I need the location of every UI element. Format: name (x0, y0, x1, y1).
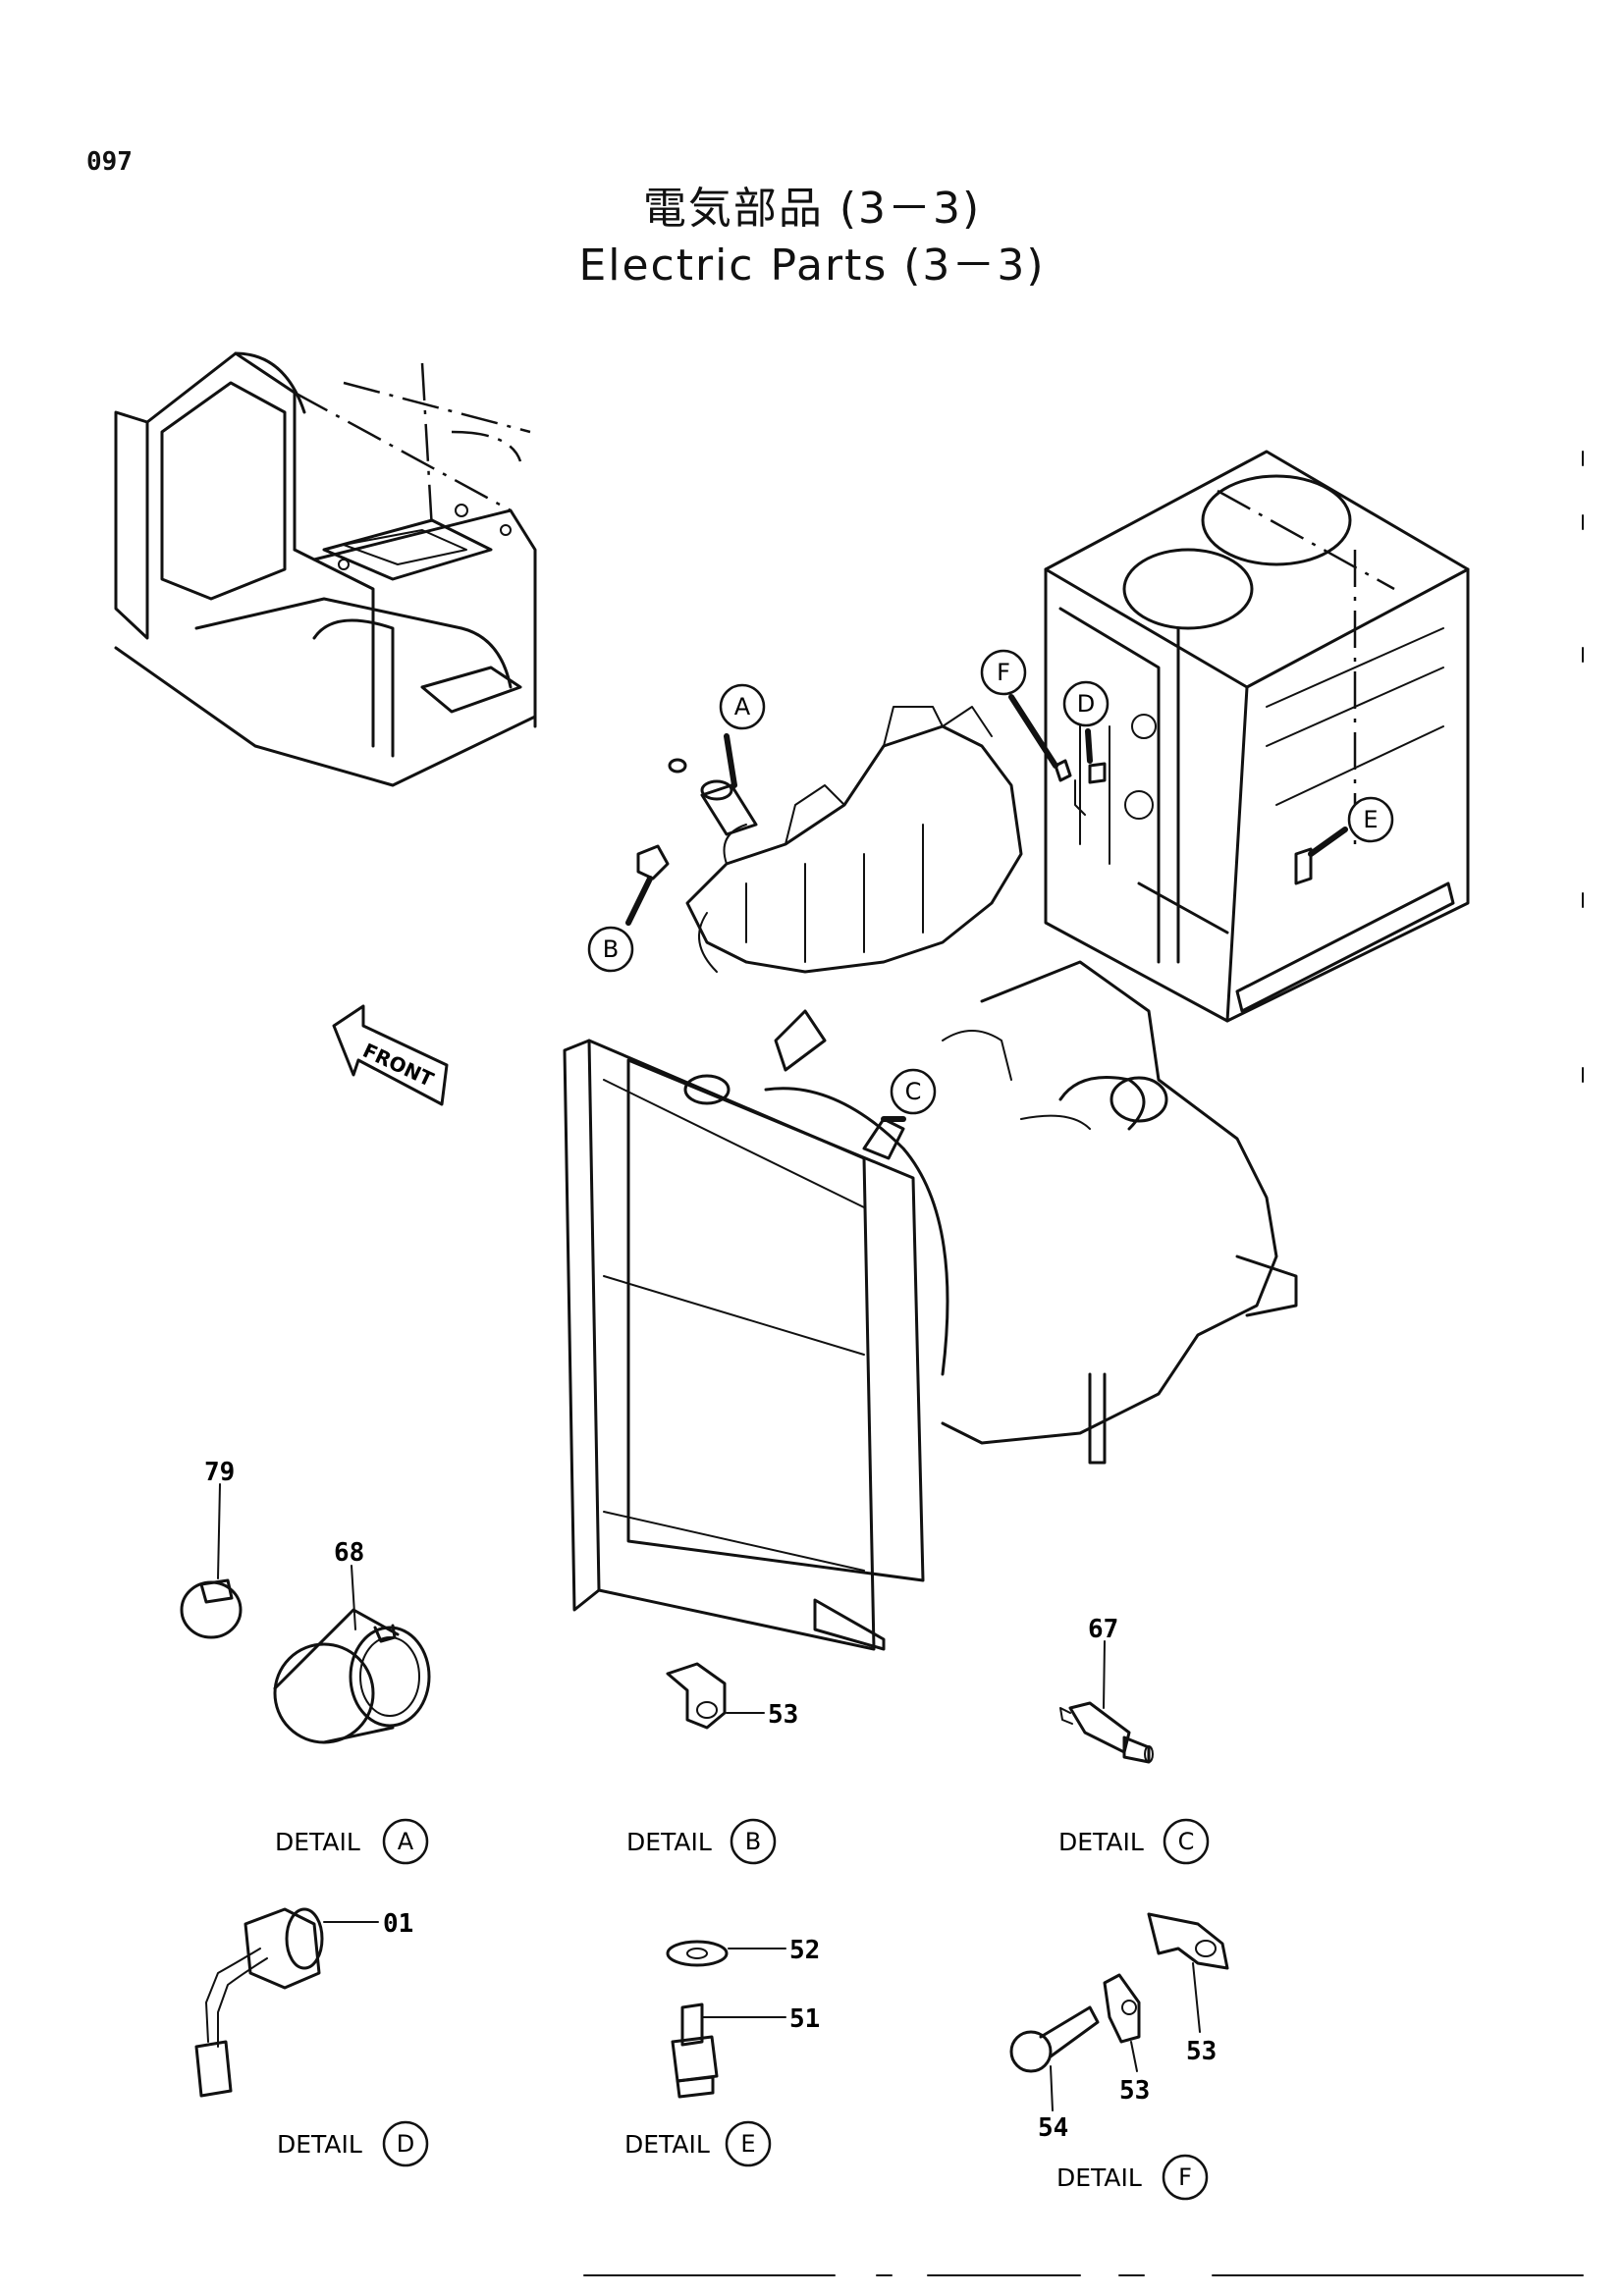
svg-text:A: A (734, 693, 751, 721)
part-number-67: 67 (1088, 1615, 1118, 1644)
control-valve-drawing (636, 706, 1023, 974)
part-number-53-b: 53 (768, 1700, 798, 1730)
callout-f: F (980, 649, 1058, 769)
detail-f-label: DETAIL F (1056, 2154, 1209, 2201)
part-number-53-f-right: 53 (1186, 2037, 1217, 2066)
detail-f-parts: 54 53 53 (1009, 1912, 1229, 2143)
svg-text:D: D (397, 2130, 414, 2158)
engine-housing-drawing (1044, 450, 1470, 1023)
detail-c-parts: 67 (1059, 1615, 1154, 1764)
detail-a-parts: 79 68 (180, 1458, 431, 1744)
svg-text:D: D (1077, 690, 1095, 718)
page-title-english: Electric Parts (3－3) (578, 240, 1046, 291)
page-title-japanese: 電気部品 (3－3) (642, 184, 982, 234)
svg-text:B: B (745, 1828, 761, 1855)
svg-text:DETAIL: DETAIL (1056, 2163, 1142, 2192)
svg-text:C: C (905, 1078, 922, 1105)
svg-text:A: A (398, 1828, 414, 1855)
part-number-79: 79 (204, 1458, 235, 1487)
part-number-54: 54 (1038, 2113, 1068, 2143)
svg-text:DETAIL: DETAIL (626, 1828, 712, 1856)
radiator-engine-drawing (563, 960, 1298, 1651)
svg-text:F: F (1178, 2163, 1192, 2191)
svg-text:DETAIL: DETAIL (624, 2130, 710, 2159)
detail-e-parts: 52 51 (666, 1936, 820, 2099)
detail-b-parts: 53 (666, 1662, 798, 1730)
callout-d: D (1062, 680, 1110, 764)
detail-d-label: DETAIL D (277, 2120, 429, 2167)
part-number-01: 01 (383, 1909, 413, 1939)
callout-b: B (587, 876, 653, 973)
svg-text:DETAIL: DETAIL (277, 2130, 362, 2159)
part-number-51: 51 (789, 2004, 820, 2034)
svg-text:E: E (740, 2130, 755, 2158)
detail-e-label: DETAIL E (624, 2120, 772, 2167)
svg-text:E: E (1363, 806, 1378, 833)
part-number-52: 52 (789, 1936, 820, 1965)
callout-e: E (1308, 796, 1394, 857)
svg-text:DETAIL: DETAIL (1058, 1828, 1144, 1856)
detail-b-label: DETAIL B (626, 1818, 777, 1865)
front-label: FRONT (359, 1039, 438, 1092)
detail-d-parts: 01 (194, 1907, 413, 2098)
front-arrow-icon: FRONT (332, 1004, 449, 1106)
svg-text:DETAIL: DETAIL (275, 1828, 360, 1856)
part-number-68: 68 (334, 1538, 364, 1568)
part-number-53-f-left: 53 (1119, 2076, 1150, 2106)
page-number: 097 (86, 147, 133, 177)
detail-c-label: DETAIL C (1058, 1818, 1210, 1865)
svg-text:C: C (1178, 1828, 1195, 1855)
svg-text:B: B (603, 935, 619, 963)
callout-a: A (719, 683, 766, 788)
detail-a-label: DETAIL A (275, 1818, 429, 1865)
cab-structure-drawing (114, 351, 537, 787)
callout-c: C (881, 1068, 937, 1122)
svg-text:F: F (997, 659, 1010, 686)
